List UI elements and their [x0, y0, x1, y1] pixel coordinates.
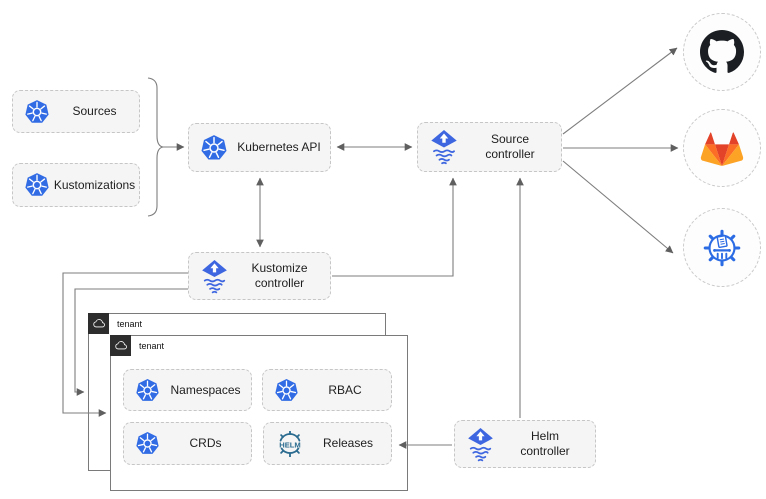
- node-namespaces-label: Namespaces: [170, 382, 241, 397]
- arrow-kustomize-to-source: [332, 177, 457, 277]
- flux-icon: [429, 129, 459, 165]
- helm-logo-text: HELM: [279, 440, 301, 449]
- node-helm-controller-label: Helm controller: [520, 429, 570, 458]
- node-source-controller: Source controller: [417, 122, 562, 172]
- github-icon: [700, 30, 744, 73]
- tenant-label: tenant: [117, 319, 143, 329]
- node-kustomizations: Kustomizations: [12, 163, 140, 207]
- kubernetes-icon: [274, 378, 299, 403]
- node-rbac: RBAC: [262, 369, 392, 411]
- helm-icon: HELM: [275, 430, 305, 457]
- cloud-icon: [88, 313, 109, 334]
- remote-source-gitlab: [683, 109, 761, 187]
- tenant-label: tenant: [139, 341, 165, 351]
- cloud-icon: [110, 335, 131, 356]
- node-kustomizations-label: Kustomizations: [53, 177, 136, 192]
- kubernetes-icon: [135, 378, 160, 403]
- flux-icon: [466, 427, 495, 462]
- node-sources-label: Sources: [72, 104, 117, 118]
- kubernetes-icon: [135, 431, 160, 456]
- node-kustomize-controller: Kustomize controller: [188, 252, 331, 300]
- node-helm-controller: Helm controller: [454, 420, 596, 468]
- node-source-controller-label: Source controller: [485, 132, 535, 161]
- kubernetes-icon: [200, 134, 228, 162]
- node-rbac-label: RBAC: [328, 382, 362, 397]
- chartmuseum-icon: [703, 229, 741, 266]
- node-namespaces: Namespaces: [123, 369, 252, 411]
- kubernetes-icon: [24, 99, 50, 125]
- node-kustomize-controller-label: Kustomize controller: [251, 261, 308, 290]
- node-kubernetes-api: Kubernetes API: [188, 123, 331, 172]
- node-releases: HELM Releases: [263, 422, 392, 465]
- arrow-source-to-chartmuseum: [562, 160, 674, 254]
- tenant-box-inner: tenant: [110, 335, 408, 491]
- node-sources: Sources: [12, 90, 140, 133]
- flux-icon: [200, 259, 229, 294]
- node-releases-label: Releases: [322, 436, 374, 450]
- brace-inputs: [147, 77, 164, 217]
- node-crds-label: CRDs: [189, 436, 222, 450]
- node-crds: CRDs: [123, 422, 252, 465]
- kubernetes-icon: [24, 172, 50, 198]
- gitlab-icon: [700, 132, 744, 167]
- remote-source-chartmuseum: [683, 208, 761, 287]
- node-kubernetes-api-label: Kubernetes API: [237, 140, 321, 154]
- remote-source-github: [683, 13, 761, 91]
- arrow-source-to-github: [562, 47, 678, 135]
